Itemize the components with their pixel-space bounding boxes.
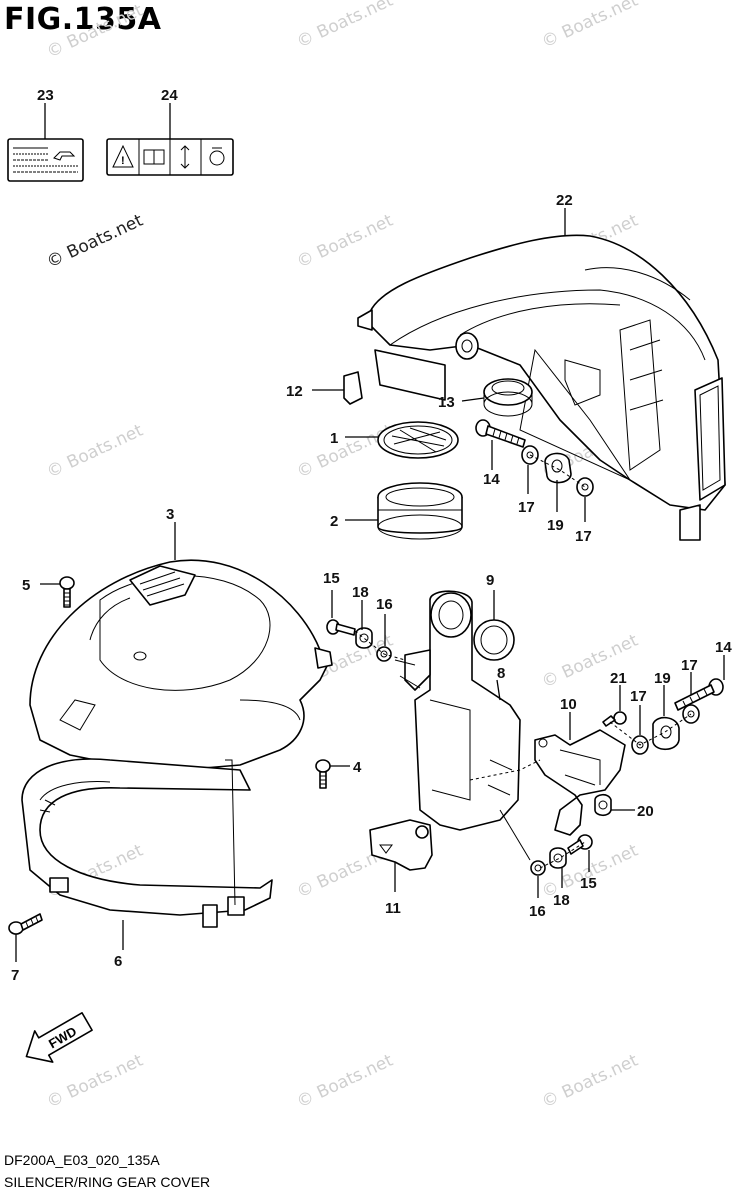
part-17-washer-upper-b[interactable] [576, 477, 594, 497]
callout-15-lower: 15 [580, 875, 597, 892]
manual-book-icon [143, 149, 165, 165]
part-6-ring-gear-cover-lower[interactable] [21, 758, 273, 928]
callout-2: 2 [330, 513, 338, 530]
part-1-filter-screen[interactable] [377, 421, 459, 459]
part-13-grommet[interactable] [483, 378, 533, 417]
svg-text:!: ! [121, 155, 125, 167]
figure-code: DF200A_E03_020_135A [4, 1152, 160, 1168]
callout-17-upper-b: 17 [575, 528, 592, 545]
watermark: © Boats.net [44, 420, 147, 482]
watermark: © Boats.net [539, 1050, 642, 1112]
part-16-washer-lower[interactable] [530, 860, 546, 876]
part-8-resonator[interactable] [414, 590, 521, 831]
callout-18-upper: 18 [352, 584, 369, 601]
callout-23: 23 [37, 87, 54, 104]
watermark: © Boats.net [294, 420, 397, 482]
part-24-warning-decal[interactable]: ! [106, 138, 234, 176]
callout-9: 9 [486, 572, 494, 589]
watermark: © Boats.net [44, 1050, 147, 1112]
part-5-bolt[interactable] [59, 576, 75, 608]
callout-14-upper: 14 [483, 471, 500, 488]
callout-4: 4 [353, 759, 362, 776]
part-19-rubber-mount-upper[interactable] [544, 452, 572, 484]
part-4-bolt[interactable] [315, 759, 331, 789]
callout-5: 5 [22, 577, 30, 594]
callout-10: 10 [560, 696, 577, 713]
part-3-ring-gear-cover[interactable] [29, 559, 333, 771]
callout-16-lower: 16 [529, 903, 546, 920]
part-2-seal-ring[interactable] [377, 482, 463, 540]
part-10-bracket[interactable] [534, 729, 626, 836]
callout-24: 24 [161, 87, 178, 104]
part-21-screw[interactable] [602, 711, 627, 727]
callout-12: 12 [286, 383, 303, 400]
callout-11: 11 [385, 900, 401, 917]
part-19-rubber-mount-lower[interactable] [652, 716, 680, 751]
warning-triangle-icon [112, 144, 134, 168]
callout-17-lower-a: 17 [630, 688, 647, 705]
part-14-bolt-upper[interactable] [475, 419, 526, 448]
part-14-bolt-lower[interactable] [674, 678, 724, 711]
watermark: © Boats.net [44, 210, 147, 272]
part-23-label-decal[interactable] [7, 138, 84, 182]
tilt-arrow-icon [180, 145, 190, 169]
part-9-seal-ring[interactable] [473, 619, 515, 661]
callout-14-lower: 14 [715, 639, 732, 656]
resonator-upper-bracket[interactable] [394, 649, 431, 691]
callout-13: 13 [438, 394, 455, 411]
callout-16-upper: 16 [376, 596, 393, 613]
engine-icon [209, 150, 225, 166]
watermark: © Boats.net [539, 0, 642, 53]
callout-19-lower: 19 [654, 670, 671, 687]
callout-21: 21 [610, 670, 627, 687]
part-12-clip[interactable] [343, 371, 363, 405]
callout-19-upper: 19 [547, 517, 564, 534]
callout-3: 3 [166, 506, 174, 523]
callout-15-upper: 15 [323, 570, 340, 587]
watermark: © Boats.net [294, 0, 397, 53]
figure-name: SILENCER/RING GEAR COVER [4, 1174, 211, 1190]
part-7-bolt[interactable] [8, 913, 43, 935]
callout-20: 20 [637, 803, 654, 820]
callout-17-lower-b: 17 [681, 657, 698, 674]
figure-title: FIG.135A [4, 2, 162, 37]
part-15-bolt-upper[interactable] [326, 619, 356, 636]
part-20-clip[interactable] [594, 793, 612, 817]
part-22-silencer[interactable] [357, 234, 726, 541]
part-11-bracket[interactable] [369, 819, 433, 871]
watermark: © Boats.net [294, 1050, 397, 1112]
part-18-collar-lower[interactable] [549, 847, 567, 869]
watermark: © Boats.net [44, 0, 147, 62]
fwd-arrow-icon: FWD [25, 1012, 93, 1063]
callout-8: 8 [497, 665, 505, 682]
callout-17-upper-a: 17 [518, 499, 535, 516]
callout-7: 7 [11, 967, 19, 984]
callout-6: 6 [114, 953, 122, 970]
watermark: © Boats.net [294, 210, 397, 272]
callout-18-lower: 18 [553, 892, 570, 909]
part-18-collar-upper[interactable] [355, 627, 373, 649]
callout-1: 1 [330, 430, 338, 447]
oil-can-icon [53, 151, 76, 161]
assembly-guide-lines [354, 454, 692, 869]
callout-22: 22 [556, 192, 573, 209]
